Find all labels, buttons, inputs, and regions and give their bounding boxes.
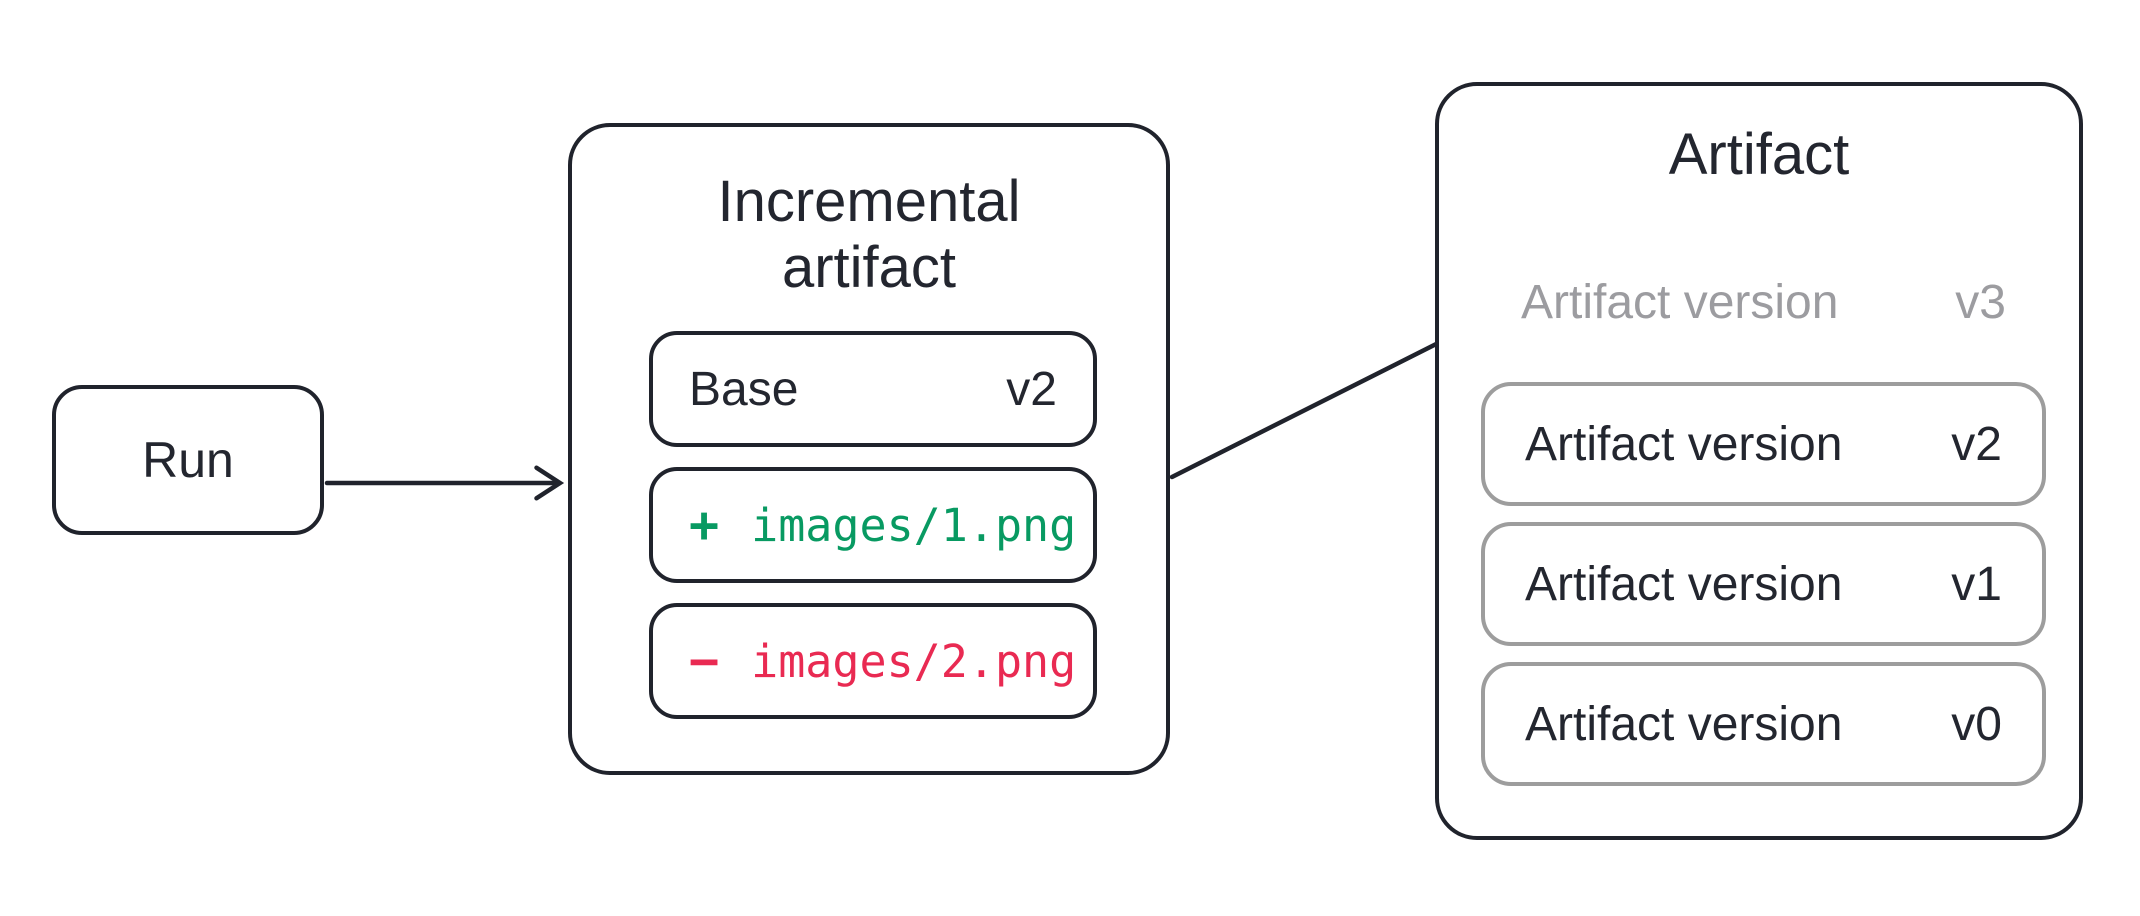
- pending-version-number: v3: [1955, 275, 2006, 329]
- incremental-artifact-node: Incremental artifact Base v2 + images/1.…: [568, 123, 1170, 775]
- removed-file-path: images/2.png: [751, 634, 1077, 688]
- plus-icon: +: [689, 496, 720, 554]
- artifact-version-row: Artifact version v1: [1481, 522, 2046, 646]
- pending-version-row: Artifact version v3: [1481, 240, 2046, 364]
- pending-version-label: Artifact version: [1521, 275, 1839, 329]
- artifact-version-row: Artifact version v2: [1481, 382, 2046, 506]
- added-file-row: + images/1.png: [649, 467, 1097, 583]
- artifact-version-number: v2: [1951, 417, 2002, 471]
- added-file-path: images/1.png: [751, 498, 1077, 552]
- minus-icon: −: [689, 632, 720, 690]
- artifact-version-row: Artifact version v0: [1481, 662, 2046, 786]
- removed-file-row: − images/2.png: [649, 603, 1097, 719]
- artifact-node-title: Artifact: [1668, 122, 1850, 187]
- run-label: Run: [142, 432, 234, 488]
- artifact-version-label: Artifact version: [1525, 417, 1843, 471]
- run-to-incremental-arrowhead: [534, 465, 565, 501]
- artifact-version-number: v1: [1951, 557, 2002, 611]
- artifact-version-label: Artifact version: [1525, 557, 1843, 611]
- base-version-row: Base v2: [649, 331, 1097, 447]
- base-row-version: v2: [1006, 362, 1057, 416]
- artifact-node: Artifact Artifact version v3 Artifact ve…: [1435, 82, 2083, 840]
- incremental-node-title: Incremental artifact: [572, 169, 1166, 301]
- artifact-version-label: Artifact version: [1525, 697, 1843, 751]
- incremental-title-line-2: artifact: [781, 235, 957, 300]
- run-node: Run: [52, 385, 324, 535]
- incremental-to-artifact-arrow: [1169, 327, 1467, 480]
- incremental-title-line-1: Incremental: [717, 169, 1021, 234]
- artifact-version-number: v0: [1951, 697, 2002, 751]
- base-row-label: Base: [689, 362, 799, 416]
